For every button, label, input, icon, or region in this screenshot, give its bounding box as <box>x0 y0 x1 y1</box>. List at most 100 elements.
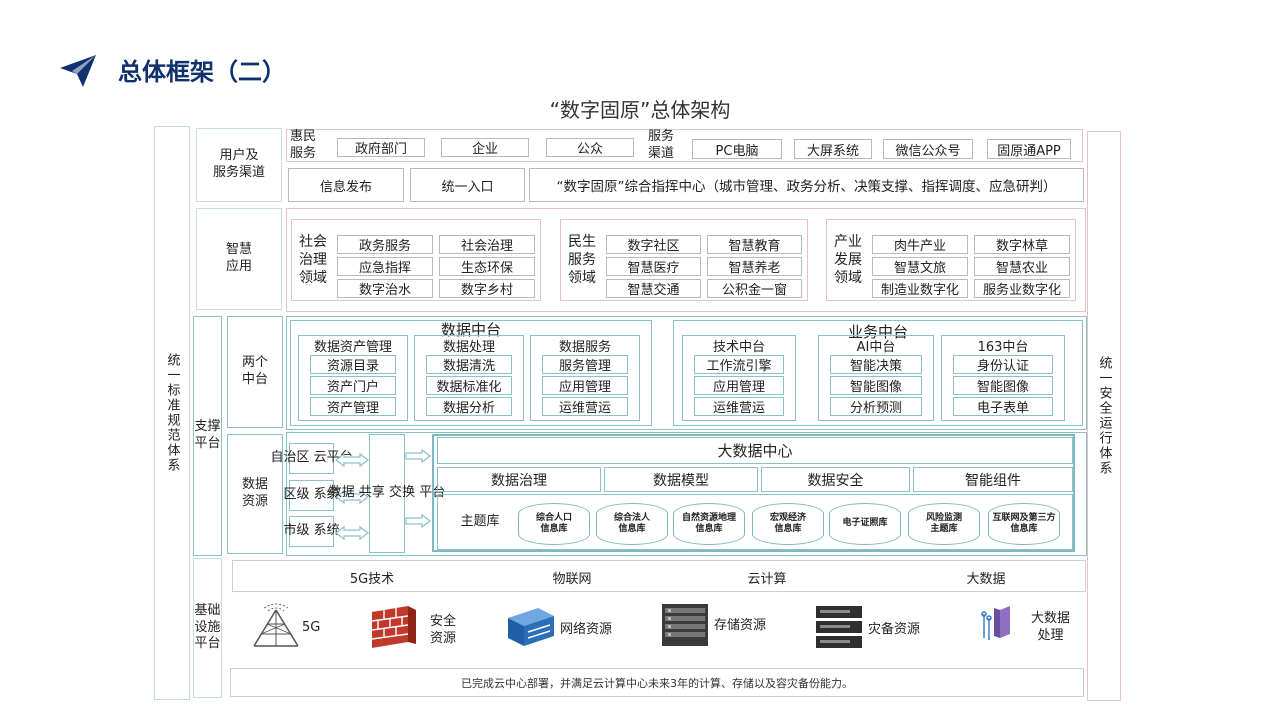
theme-db-label: 主题库 <box>460 513 500 529</box>
network-switch-icon <box>504 604 556 648</box>
command-center-box: “数字固原”综合指挥中心（城市管理、政务分析、决策支撑、指挥调度、应急研判） <box>529 168 1084 202</box>
source-box: 市级 系统 <box>283 516 340 547</box>
smart-app-item: 应急指挥 <box>337 257 433 276</box>
two-platforms-area <box>286 316 1087 430</box>
data-platform-title: 数据中台 <box>440 321 501 339</box>
bigdata-tab: 智能组件 <box>913 467 1073 492</box>
resource-label: 大数据 处理 <box>1031 611 1071 643</box>
standard-system-label: 统一标准规范体系 <box>164 353 180 473</box>
channel-chip: 大屏系统 <box>794 139 872 159</box>
smart-app-label: 智慧 应用 <box>196 208 282 310</box>
source-box: 区级 系统 <box>283 480 340 511</box>
bigdata-title: 大数据中心 <box>717 442 793 460</box>
channel-chip: 固原通APP <box>987 139 1071 159</box>
platform-column <box>530 335 640 421</box>
infra-label: 基础 设施 平台 <box>193 558 222 698</box>
platform-column-title: 数据处理 <box>442 340 495 355</box>
storage-rack-icon <box>660 602 710 648</box>
theme-db-cylinder: 综合法人 信息库 <box>596 503 668 545</box>
source-box: 自治区 云平台 <box>270 443 353 474</box>
channel-label: 服务 渠道 <box>648 128 675 161</box>
platform-column-title: 技术中台 <box>712 340 765 355</box>
smart-app-item: 数字乡村 <box>439 279 535 298</box>
user-layer-label: 用户及 服务渠道 <box>196 128 282 202</box>
smart-app-item: 数字社区 <box>606 235 701 254</box>
diagram-title: “数字固原”总体架构 <box>549 98 731 122</box>
smart-app-item: 智慧农业 <box>974 257 1070 276</box>
platform-item: 资产门户 <box>310 376 396 395</box>
bigdata-center-box <box>432 434 1075 552</box>
resource-label: 存储资源 <box>714 618 767 633</box>
flow-arrow <box>405 513 431 529</box>
platform-item: 智能决策 <box>830 355 922 374</box>
smart-app-group <box>826 219 1076 301</box>
bidirectional-arrow <box>335 525 369 541</box>
smart-app-item: 智慧文旅 <box>872 257 968 276</box>
smart-group-label: 民生 服务 领域 <box>568 233 596 287</box>
bigdata-title-bar <box>437 437 1073 464</box>
theme-db-cylinder: 宏观经济 信息库 <box>752 503 824 545</box>
two-platforms-label: 两个 中台 <box>227 316 283 428</box>
flow-arrow <box>405 448 431 464</box>
platform-item: 智能图像 <box>830 376 922 395</box>
theme-db-cylinder: 风险监测 主题库 <box>908 503 980 545</box>
biz-platform-title: 业务中台 <box>847 323 908 341</box>
platform-column-title: 数据服务 <box>558 340 611 355</box>
platform-item: 电子表单 <box>953 397 1053 416</box>
customer-chip: 公众 <box>546 138 634 157</box>
customer-chip: 企业 <box>441 138 529 157</box>
platform-column <box>818 335 934 421</box>
bidirectional-arrow <box>335 489 369 505</box>
platform-item: 应用管理 <box>542 376 628 395</box>
platform-column <box>414 335 524 421</box>
5g-tower-icon <box>240 602 310 650</box>
smart-app-item: 制造业数字化 <box>872 279 968 298</box>
infra-note: 已完成云中心部署，并满足云计算中心未来3年的计算、存储以及容灾备份能力。 <box>230 668 1084 697</box>
smart-app-area <box>286 208 1086 312</box>
resource-label: 5G <box>302 620 321 635</box>
platform-item: 服务管理 <box>542 355 628 374</box>
data-resource-label: 数据 资源 <box>227 434 283 554</box>
platform-item: 数据分析 <box>426 397 512 416</box>
platform-item: 身份认证 <box>953 355 1053 374</box>
platform-column-title: 数据资产管理 <box>313 340 392 355</box>
smart-group-label: 社会 治理 领域 <box>299 233 327 287</box>
flow-arrows <box>335 448 431 541</box>
smart-app-item: 智慧养老 <box>707 257 802 276</box>
security-system-label: 统一安全运行体系 <box>1096 356 1112 476</box>
smart-app-group <box>291 219 541 301</box>
infra-tech-label: 大数据 <box>966 572 1006 587</box>
platform-item: 运维营运 <box>694 397 784 416</box>
platform-column <box>298 335 408 421</box>
theme-db-cylinder: 综合人口 信息库 <box>518 503 590 545</box>
platform-item: 分析预测 <box>830 397 922 416</box>
data-resource-area <box>286 432 1087 556</box>
platform-item: 工作流引擎 <box>694 355 784 374</box>
bigdata-tab: 数据治理 <box>437 467 601 492</box>
platform-column-title: 163中台 <box>977 340 1029 355</box>
smart-app-item: 公积金一窗 <box>707 279 802 298</box>
smart-app-item: 数字林草 <box>974 235 1070 254</box>
platform-item: 应用管理 <box>694 376 784 395</box>
infra-tech-row <box>232 560 1086 592</box>
channel-chip: 微信公众号 <box>883 139 973 159</box>
theme-db-area <box>437 494 1073 550</box>
user-row <box>286 129 1083 162</box>
infra-tech-label: 5G技术 <box>349 572 395 587</box>
support-platform-label: 支撑 平台 <box>193 316 222 556</box>
bigdata-tab: 数据安全 <box>761 467 910 492</box>
bidirectional-arrow <box>335 452 369 468</box>
smart-app-item: 服务业数字化 <box>974 279 1070 298</box>
platform-column-title: AI中台 <box>856 340 896 355</box>
smart-app-item: 生态环保 <box>439 257 535 276</box>
smart-app-group <box>560 219 808 301</box>
smart-group-label: 产业 发展 领域 <box>834 233 862 287</box>
platform-item: 运维营运 <box>542 397 628 416</box>
platform-item: 数据清洗 <box>426 355 512 374</box>
info-publish-box: 信息发布 <box>288 168 404 202</box>
platform-item: 智能图像 <box>953 376 1053 395</box>
resource-label: 安全 资源 <box>430 614 457 646</box>
resource-label: 灾备资源 <box>868 622 921 637</box>
paper-plane-icon <box>58 52 98 90</box>
infra-tech-label: 物联网 <box>552 572 592 587</box>
